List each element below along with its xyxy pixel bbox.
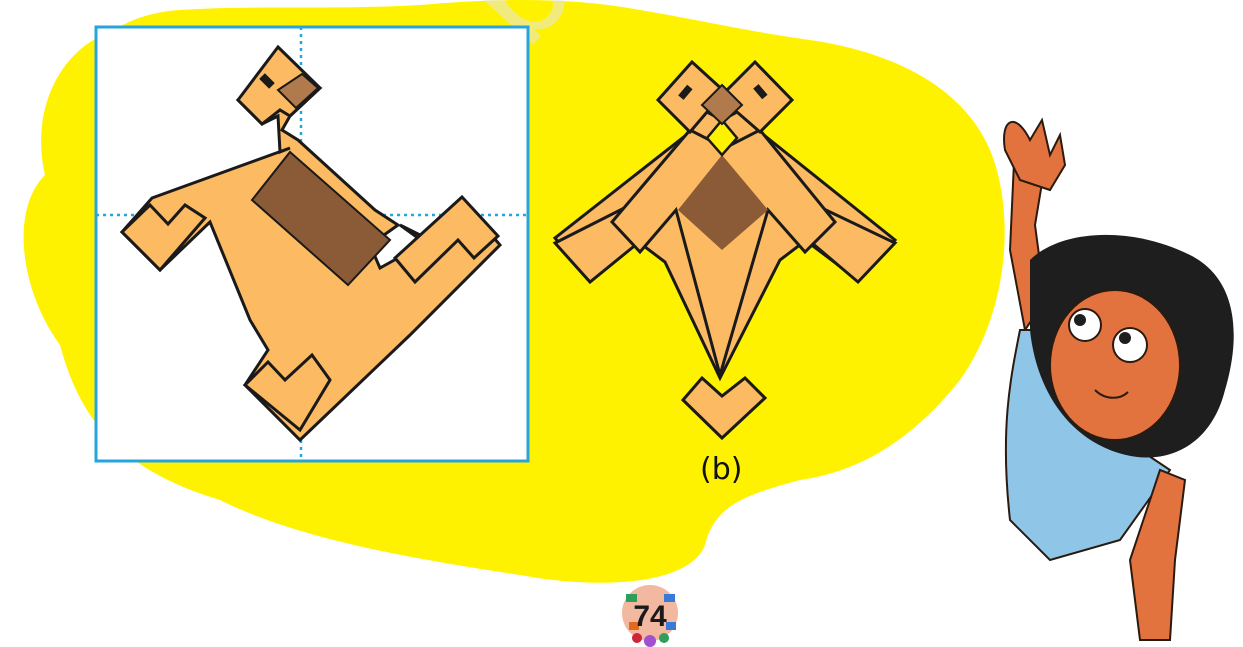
girl-illustration	[1004, 120, 1234, 640]
page-number-badge: 74	[622, 585, 678, 647]
page-number: 74	[633, 600, 667, 633]
figure-b-caption: (b)	[700, 452, 742, 487]
figure-a-panel	[96, 27, 528, 461]
